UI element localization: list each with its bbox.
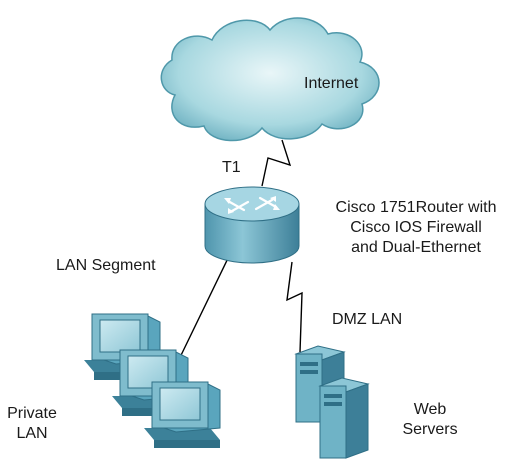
server-icon-2 <box>318 377 370 459</box>
private-lan-label-line-1: Private <box>7 405 57 422</box>
private-lan-label-line-2: LAN <box>16 425 48 442</box>
dmz-lan-link <box>286 261 303 353</box>
internet-label: Internet <box>304 75 359 92</box>
router-icon <box>204 186 300 264</box>
router-label-line-2: Cisco IOS Firewall <box>350 219 482 236</box>
t1-link <box>261 139 292 187</box>
web-servers-label-line-2: Servers <box>402 421 458 438</box>
web-servers-label: Web Servers <box>392 400 468 440</box>
internet-cloud-icon <box>160 17 380 142</box>
t1-label: T1 <box>222 159 241 176</box>
router-label-line-3: and Dual-Ethernet <box>351 239 481 256</box>
web-servers-label-line-1: Web <box>413 401 447 418</box>
pc-icon-3 <box>144 381 221 448</box>
private-lan-label: Private LAN <box>0 404 64 444</box>
lan-segment-label: LAN Segment <box>56 257 156 274</box>
router-label: Cisco 1751Router with Cisco IOS Firewall… <box>318 198 514 258</box>
dmz-lan-label: DMZ LAN <box>332 311 403 328</box>
router-label-line-1: Cisco 1751Router with <box>335 199 497 216</box>
